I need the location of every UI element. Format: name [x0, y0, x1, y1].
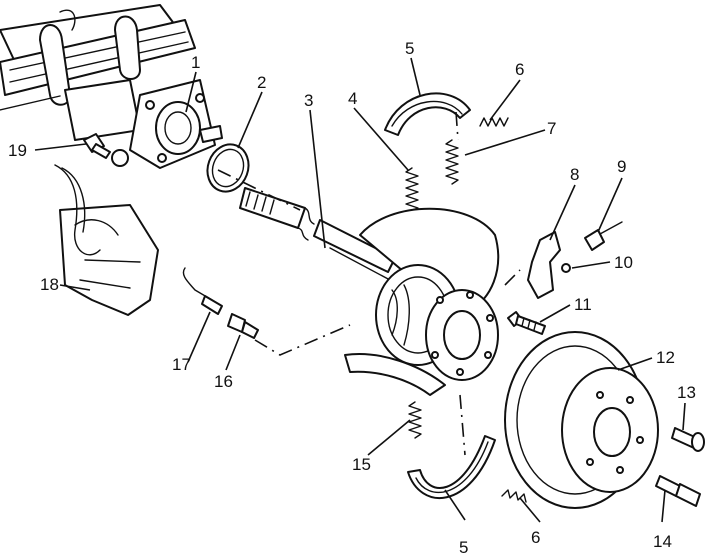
callout-10: 10: [614, 253, 633, 272]
callout-labels: 1 2 3 4 5 5 6 6 7 8 9 10 11 12 13 14 15 …: [8, 39, 696, 557]
ball-10: [561, 263, 571, 273]
callout-13: 13: [677, 383, 696, 402]
brake-shoe-upper: [384, 92, 471, 136]
callout-8: 8: [570, 165, 579, 184]
leader-lines: [34, 57, 686, 523]
callout-18: 18: [40, 275, 59, 294]
bolt-19: [83, 133, 111, 159]
callout-12: 12: [656, 348, 675, 367]
wheel-stud-14: [655, 475, 701, 507]
flange-carrier: [111, 79, 223, 169]
callout-5-lower: 5: [459, 538, 468, 557]
spring-6-lower: [501, 489, 527, 503]
callout-6-lower: 6: [531, 528, 540, 547]
brake-disc: [504, 331, 659, 509]
spring-6-upper: [479, 117, 509, 127]
callout-4: 4: [348, 89, 357, 108]
callout-14: 14: [653, 532, 672, 551]
spring-7: [445, 139, 459, 185]
wheel-hub: [375, 264, 499, 381]
callout-9: 9: [617, 157, 626, 176]
backing-plate: [344, 207, 500, 396]
bracket-8: [527, 231, 561, 299]
brake-line-17: [182, 267, 223, 315]
callout-2: 2: [257, 73, 266, 92]
caliper: [54, 164, 159, 316]
fitting-16: [227, 313, 259, 339]
spring-15: [408, 401, 422, 439]
callout-7: 7: [547, 119, 556, 138]
axle-shaft: [239, 187, 396, 281]
sensor-9: [584, 221, 623, 251]
callout-5-upper: 5: [405, 39, 414, 58]
callout-6-upper: 6: [515, 60, 524, 79]
axle-housing: [0, 4, 196, 141]
bolt-11: [507, 311, 546, 335]
callout-3: 3: [304, 91, 313, 110]
center-lines: [217, 111, 521, 456]
callout-11: 11: [574, 295, 592, 314]
callout-1: 1: [191, 53, 200, 72]
o-ring: [206, 143, 250, 193]
wheel-bolt-13: [671, 427, 705, 452]
callout-17: 17: [172, 355, 191, 374]
callout-19: 19: [8, 141, 27, 160]
callout-15: 15: [352, 455, 371, 474]
callout-16: 16: [214, 372, 233, 391]
brake-shoe-lower: [407, 435, 496, 499]
